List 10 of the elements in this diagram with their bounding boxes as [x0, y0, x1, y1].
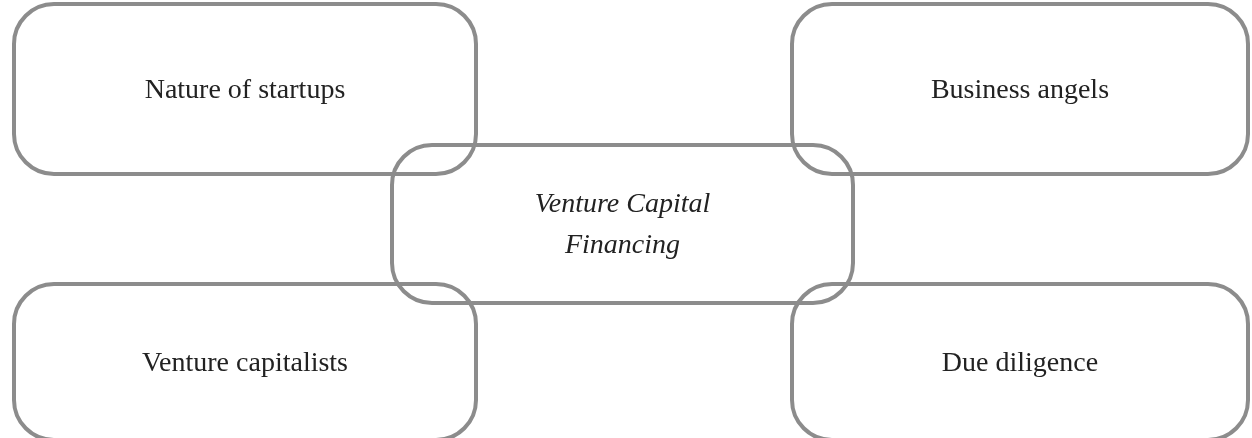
box-label: Venture capitalists: [141, 344, 349, 379]
rounded-box: [790, 2, 1250, 176]
box-label: Venture Capital Financing: [533, 186, 712, 261]
rounded-box: [12, 2, 478, 176]
box-label: Nature of startups: [144, 71, 346, 106]
rounded-box: [390, 143, 855, 305]
box-label: Business angels: [930, 71, 1110, 106]
box-label: Due diligence: [941, 344, 1099, 379]
rounded-box: [790, 282, 1250, 438]
rounded-box: [12, 282, 478, 438]
